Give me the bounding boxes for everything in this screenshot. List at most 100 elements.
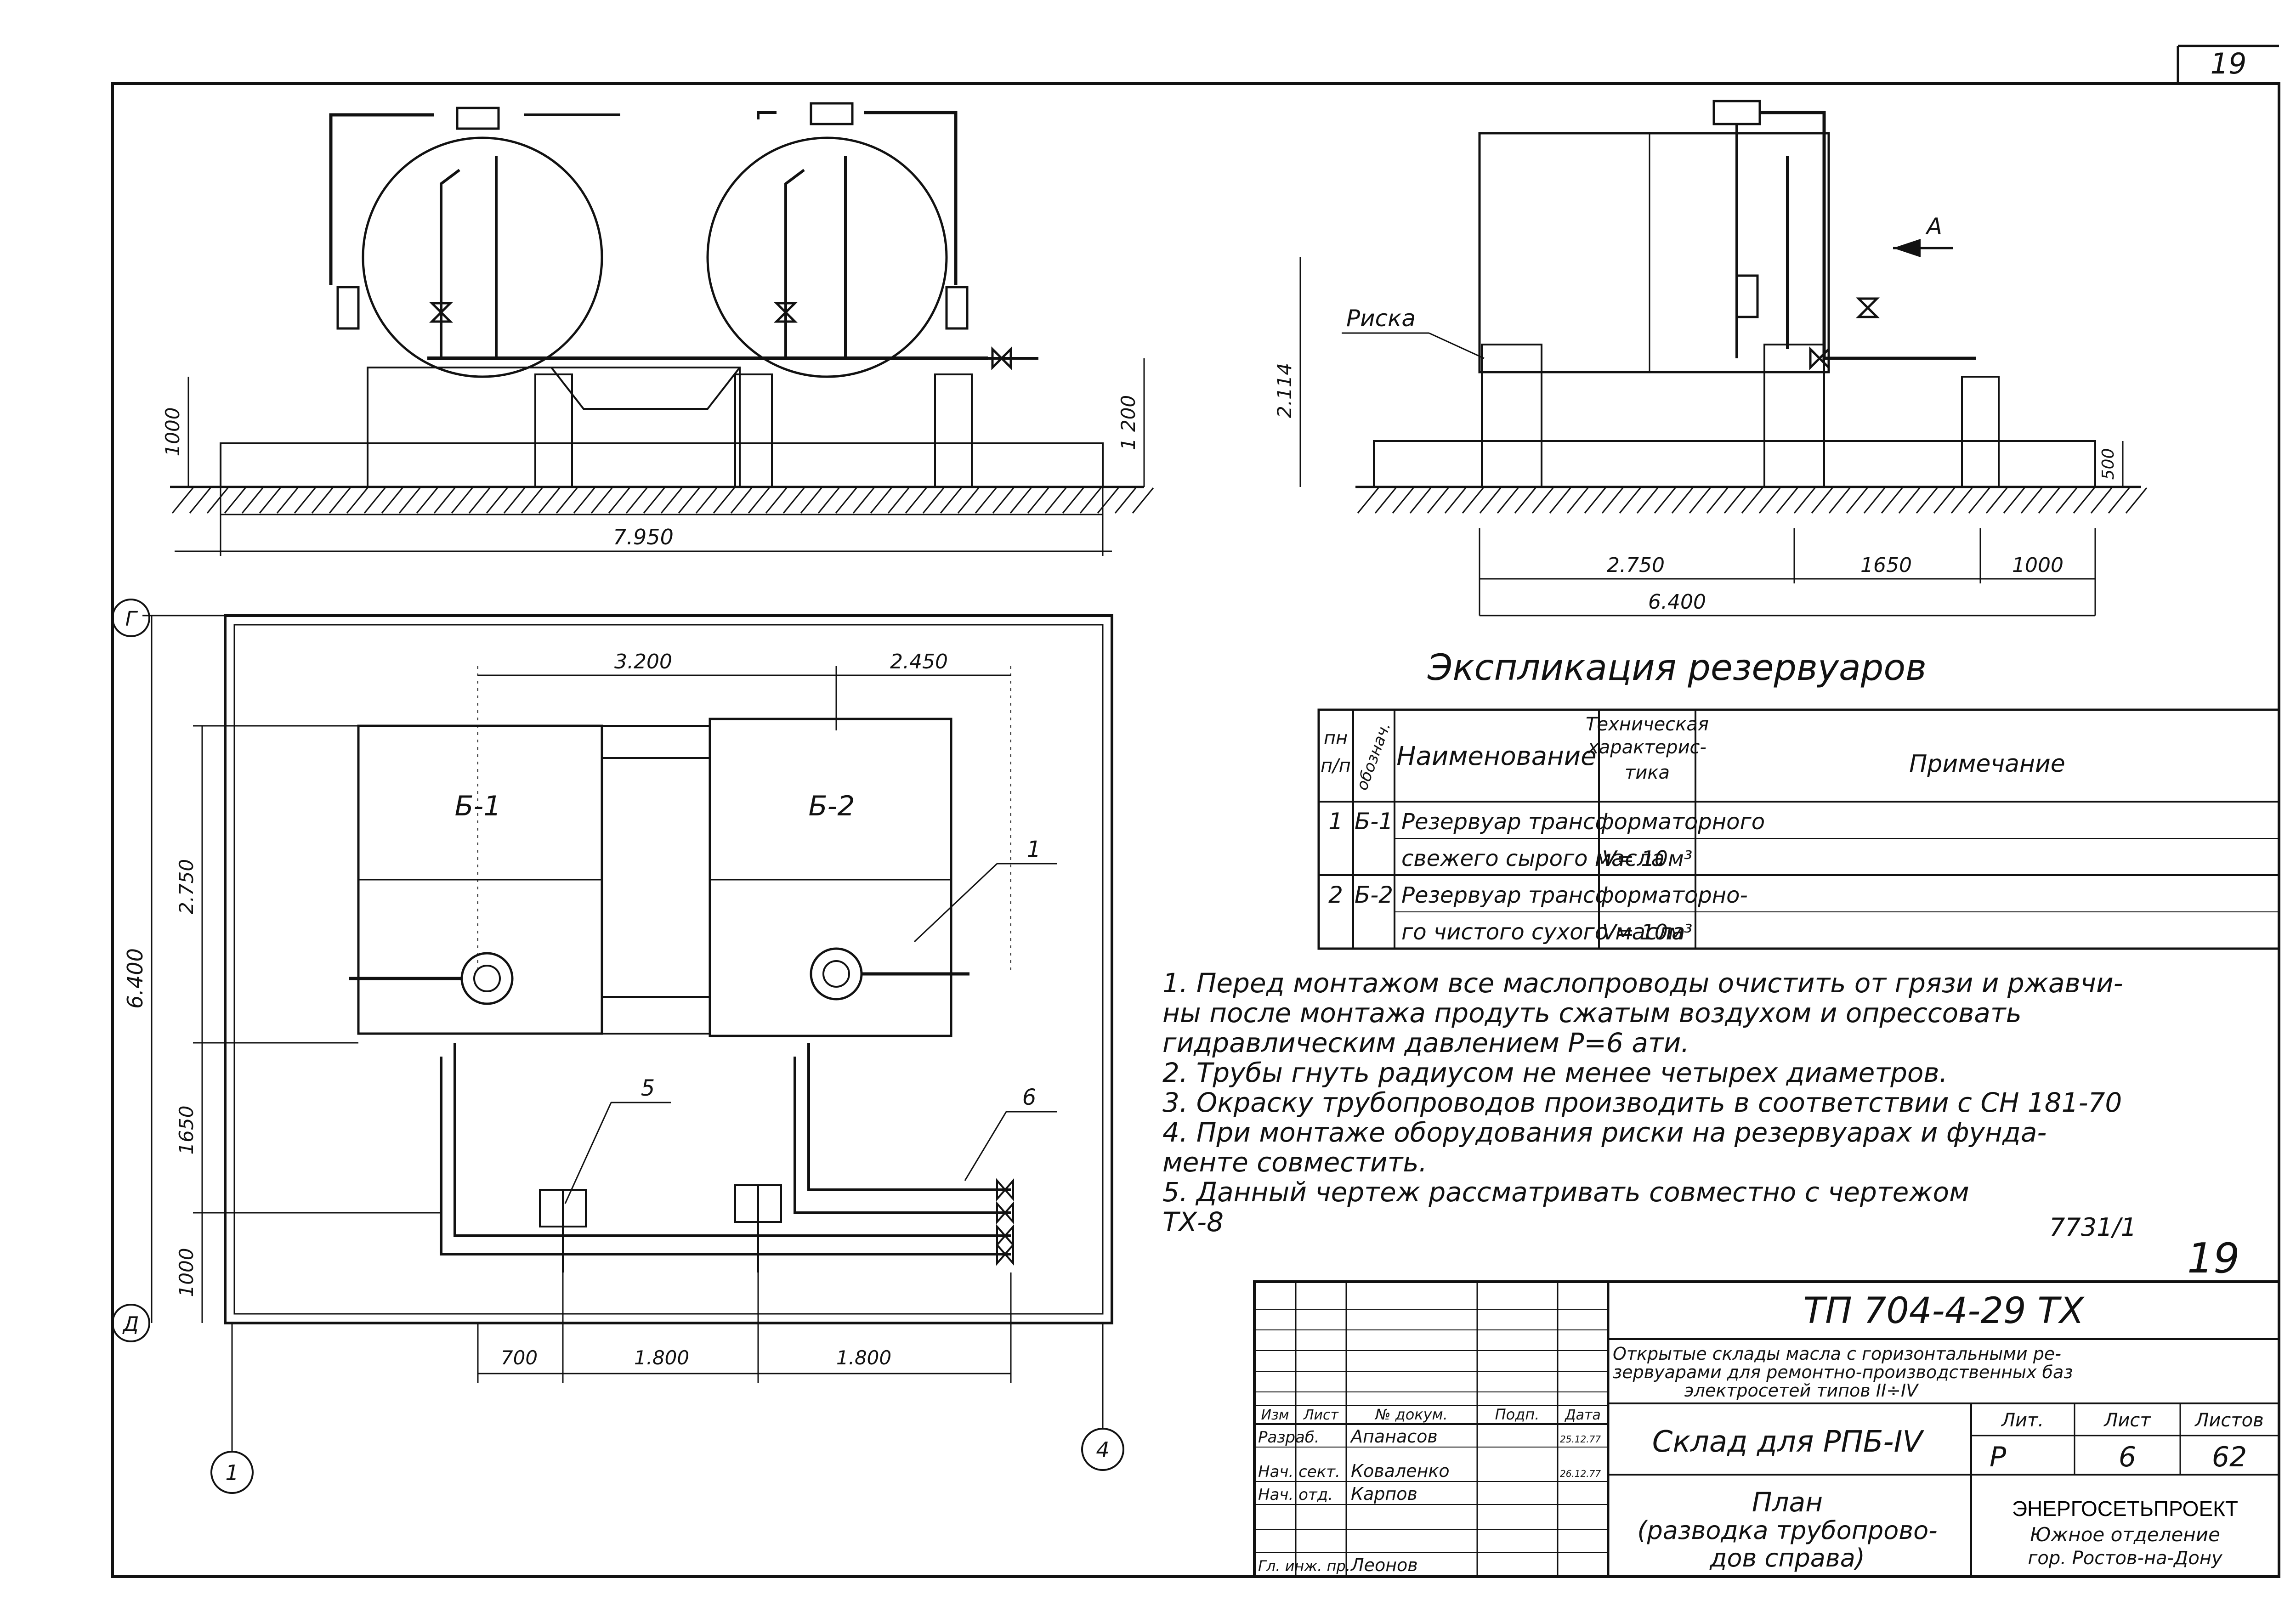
archive-number: 7731/1: [2049, 1213, 2137, 1242]
tb-org-3: гор. Ростов-на-Дону: [2028, 1548, 2223, 1569]
tb-person: Апанасов: [1349, 1426, 1438, 1447]
tb-role: Гл. инж. пр.: [1258, 1557, 1350, 1575]
hdr-num-1: пн: [1324, 728, 1348, 749]
callout-1: 1: [1027, 837, 1041, 862]
note-line: ны после монтажа продуть сжатым воздухом…: [1162, 997, 2022, 1029]
tb-role: Разраб.: [1258, 1428, 1320, 1447]
callout-6: 6: [1022, 1085, 1037, 1110]
note-line: 5. Данный чертеж рассматривать совместно…: [1162, 1176, 1969, 1208]
tb-col-date: Дата: [1564, 1407, 1601, 1423]
tb-person: Леонов: [1350, 1555, 1418, 1575]
tank-side: [1478, 132, 1830, 373]
callout-5: 5: [641, 1075, 655, 1101]
row1-designation: Б-1: [1355, 808, 1393, 835]
hdr-note: Примечание: [1909, 750, 2065, 778]
plan-dim-1800a: 1.800: [634, 1346, 689, 1369]
plan-dim-1800b: 1.800: [836, 1346, 891, 1369]
note-line: 4. При монтаже оборудования риски на рез…: [1162, 1117, 2047, 1148]
tb-listov-value: 62: [2212, 1441, 2247, 1473]
axis-d-label: Д: [122, 1312, 139, 1336]
side-dim-height: 2.114: [1273, 363, 1296, 418]
tb-project-1: Открытые склады масла с горизонтальными …: [1613, 1344, 2061, 1364]
hdr-name: Наименование: [1396, 741, 1596, 771]
row2-name-2: го чистого сухого масла: [1401, 919, 1685, 945]
tb-date: 26.12.77: [1560, 1468, 1601, 1479]
tb-object-title: Склад для РПБ-IV: [1652, 1425, 1925, 1459]
row1-tech: V= 10м³: [1602, 846, 1692, 871]
explication-title: Экспликация резервуаров: [1427, 647, 1927, 689]
front-dim-1000: 1000: [161, 407, 184, 457]
plan-dim-2750: 2.750: [175, 859, 198, 914]
tb-date: 25.12.77: [1560, 1434, 1601, 1445]
tb-person: Карпов: [1351, 1484, 1417, 1504]
tb-doc-code: ТП 704-4-29 ТХ: [1803, 1290, 2085, 1332]
tb-lit-label: Лит.: [2001, 1410, 2044, 1431]
row1-num: 1: [1328, 808, 1343, 835]
tb-project-2: зервуарами для ремонтно-производственных…: [1613, 1362, 2073, 1382]
note-line: менте совместить.: [1162, 1147, 1427, 1178]
side-dim-1650: 1650: [1860, 554, 1912, 577]
tb-listov-label: Листов: [2194, 1410, 2263, 1431]
plan-dim-3200: 3.200: [614, 650, 672, 673]
tb-sheet-title-3: дов справа): [1709, 1544, 1865, 1572]
arrow-a-label: А: [1925, 213, 1942, 240]
note-line: 2. Трубы гнуть радиусом не менее четырех…: [1162, 1057, 1948, 1088]
plan-dim-2450: 2.450: [890, 650, 948, 673]
tb-project-3: электросетей типов II÷IV: [1684, 1380, 1919, 1401]
ground-hatch: [171, 487, 1154, 514]
title-block: Изм Лист № докум. Подп. Дата Разраб. Апа…: [1253, 1280, 2280, 1578]
hdr-tech-3: тика: [1625, 762, 1670, 783]
note-line: 1. Перед монтажом все маслопроводы очист…: [1162, 967, 2123, 999]
riska-label: Риска: [1346, 305, 1416, 332]
row2-name-1: Резервуар трансформаторно-: [1401, 882, 1748, 908]
plan-dim-1650: 1650: [175, 1106, 198, 1155]
support: [734, 373, 773, 488]
row2-designation: Б-2: [1355, 882, 1393, 908]
general-notes: 1. Перед монтажом все маслопроводы очист…: [1162, 967, 2240, 1283]
tb-role: Нач. отд.: [1258, 1486, 1333, 1504]
tb-col-list: Лист: [1303, 1407, 1339, 1423]
note-line: 3. Окраску трубопроводов производить в с…: [1162, 1087, 2122, 1118]
plan-dim-1000: 1000: [175, 1248, 198, 1297]
hdr-tech-1: Техническая: [1586, 714, 1709, 735]
plan-dim-6400: 6.400: [123, 948, 147, 1009]
tb-sheet-title-1: План: [1752, 1487, 1823, 1518]
ground-hatch: [1357, 487, 2148, 514]
tb-col-sign: Подп.: [1495, 1406, 1540, 1423]
side-dim-1000: 1000: [2012, 554, 2064, 577]
tb-col-doc: № докум.: [1374, 1406, 1448, 1423]
tb-col-izm: Изм: [1261, 1407, 1289, 1423]
row1-name-1: Резервуар трансформаторного: [1401, 809, 1765, 835]
row1-name-2: свежего сырого масла: [1401, 846, 1665, 871]
plan-dim-700: 700: [501, 1346, 538, 1369]
explication-table: Экспликация резервуаров пн п/п обознач. …: [1317, 647, 2280, 950]
tank-b1-front: [362, 136, 603, 378]
handwritten-number: 19: [2187, 1234, 2240, 1283]
support: [934, 373, 973, 488]
side-dim-500: 500: [2099, 448, 2118, 480]
tb-person: Коваленко: [1351, 1461, 1450, 1481]
plan-view: Б-1 Б-2 1 5 6 3: [112, 599, 1124, 1494]
tb-sheet-title-2: (разводка трубопрово-: [1637, 1516, 1937, 1545]
front-dim-1200: 1 200: [1117, 395, 1139, 450]
support: [534, 373, 573, 488]
row2-num: 2: [1328, 882, 1343, 908]
side-view: А Риска 2.114 500 2.750 1650 1000 6.400: [1273, 100, 2148, 616]
tb-role: Нач. сект.: [1258, 1463, 1340, 1481]
axis-g-label: Г: [125, 607, 138, 631]
front-dim-overall: 7.950: [613, 525, 674, 549]
note-line: гидравлическим давлением Р=6 ати.: [1162, 1027, 1689, 1058]
tb-list-value: 6: [2119, 1441, 2136, 1473]
hdr-tech-2: характерис-: [1587, 737, 1706, 758]
note-line: ТХ-8: [1162, 1206, 1224, 1238]
tb-org-1: ЭНЕРГОСЕТЬПРОЕКТ: [2012, 1497, 2238, 1521]
row2-tech: V= 10м³: [1602, 920, 1692, 944]
tank-b2-front: [706, 136, 948, 378]
hdr-num-2: п/п: [1321, 755, 1351, 776]
front-view: 7.950 1000 1 200: [161, 102, 1154, 556]
sheet-corner-number: 19: [2211, 47, 2247, 80]
axis-1-label: 1: [225, 1460, 238, 1485]
tb-org-2: Южное отделение: [2030, 1523, 2220, 1546]
side-dim-overall: 6.400: [1648, 590, 1706, 614]
